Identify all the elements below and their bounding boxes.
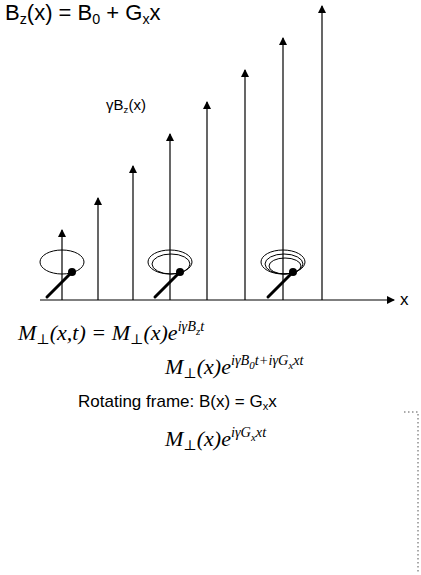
math-text: x: [268, 392, 277, 411]
math-text: M: [165, 426, 183, 451]
math-index: ⊥: [130, 331, 143, 347]
math-text: (x)e: [143, 320, 177, 345]
math-index: t+iγG: [255, 352, 289, 368]
math-index: x: [263, 400, 269, 412]
x-axis: [40, 299, 394, 300]
math-text: γB: [106, 96, 124, 113]
math-index: iγG: [231, 424, 251, 440]
math-index: xt: [256, 424, 266, 440]
math-index: x: [288, 359, 293, 371]
math-index: ⊥: [183, 365, 196, 381]
rotating-frame-note: Rotating frame: B(x) = Gxx: [78, 392, 277, 414]
magnetization-vectors: [47, 272, 293, 297]
math-index: 0: [249, 359, 255, 371]
math-text: x: [150, 0, 161, 25]
precession-loops: [40, 250, 305, 274]
math-text: (x) = B: [27, 0, 92, 25]
math-index: 0: [92, 11, 100, 27]
math-index: ⊥: [36, 331, 49, 347]
math-text: (x,t) = M: [50, 320, 130, 345]
math-text: M: [18, 320, 36, 345]
math-text: Rotating frame: B(x) = G: [78, 392, 263, 411]
math-index: t: [200, 318, 204, 334]
math-text: (x)e: [197, 426, 231, 451]
math-index: z: [20, 11, 27, 27]
math-index: x: [142, 11, 149, 27]
axis-label: x: [400, 290, 409, 310]
expanded-equation: M⊥(x)eiγB0t+iγGxxt: [165, 352, 304, 382]
dotted-frame: [404, 412, 418, 572]
field-equation: Bz(x) = B0 + Gxx: [5, 0, 161, 28]
math-index: ⊥: [183, 437, 196, 453]
vector-tips: [68, 268, 297, 276]
math-text: + G: [100, 0, 142, 25]
math-text: B: [5, 0, 20, 25]
math-index: x: [251, 431, 256, 443]
math-index: iγB: [231, 352, 249, 368]
math-text: (x): [128, 96, 146, 113]
math-index: z: [124, 104, 129, 115]
math-text: M: [165, 354, 183, 379]
math-text: x: [400, 290, 409, 309]
rotating-frame-equation: M⊥(x)eiγGxxt: [165, 424, 266, 454]
math-index: xt: [293, 352, 303, 368]
math-index: iγB: [178, 318, 196, 334]
field-arrows: [62, 6, 322, 300]
math-text: (x)e: [197, 354, 231, 379]
field-label: γBz(x): [106, 96, 146, 116]
math-index: z: [196, 325, 200, 337]
magnetization-equation: M⊥(x,t) = M⊥(x)eiγBzt: [18, 318, 204, 348]
